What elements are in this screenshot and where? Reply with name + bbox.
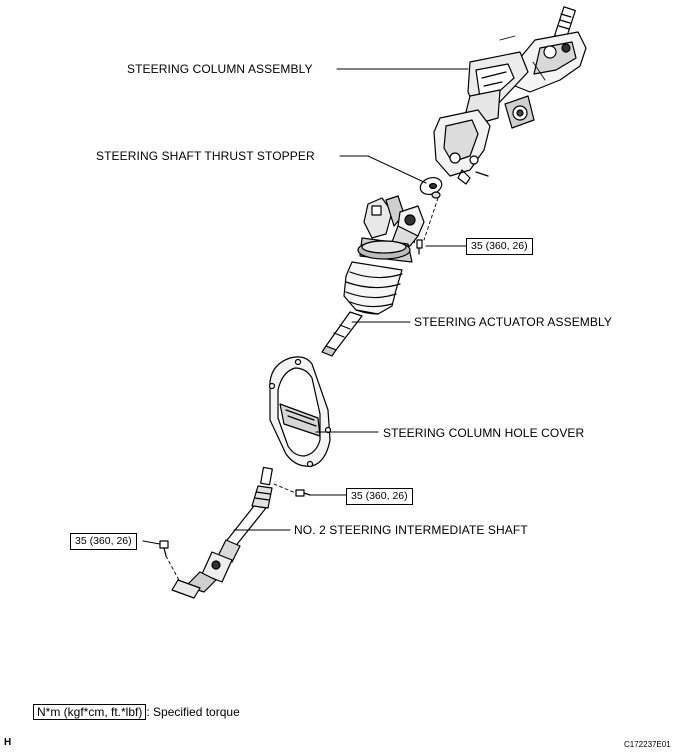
legend-description: : Specified torque <box>146 705 240 719</box>
label-thrust-stopper: STEERING SHAFT THRUST STOPPER <box>96 149 315 163</box>
thrust-stopper-part <box>419 176 443 199</box>
shaft-bolt-left-part <box>159 540 181 583</box>
torque-box-shaft-left: 35 (360, 26) <box>70 533 137 550</box>
label-intermediate-shaft: NO. 2 STEERING INTERMEDIATE SHAFT <box>294 523 528 537</box>
column-hole-cover-part <box>268 356 332 468</box>
label-hole-cover: STEERING COLUMN HOLE COVER <box>383 426 585 440</box>
intermediate-shaft-part <box>171 466 273 599</box>
figure-id: C172237E01 <box>624 740 671 749</box>
steering-actuator-assembly-part <box>321 195 425 357</box>
label-actuator-assembly: STEERING ACTUATOR ASSEMBLY <box>414 315 612 329</box>
shaft-bolt-right-part <box>273 483 311 497</box>
torque-box-actuator: 35 (360, 26) <box>466 238 533 255</box>
leader-lines <box>142 68 469 545</box>
corner-mark: H <box>4 737 12 748</box>
torque-box-shaft-right: 35 (360, 26) <box>346 488 413 505</box>
actuator-bolt-part <box>416 239 423 255</box>
torque-legend: N*m (kgf*cm, ft.*lbf): Specified torque <box>33 704 240 720</box>
label-steering-column-assembly: STEERING COLUMN ASSEMBLY <box>127 62 313 76</box>
steering-column-assembly-part <box>433 6 587 185</box>
legend-unit-box: N*m (kgf*cm, ft.*lbf) <box>33 704 147 720</box>
